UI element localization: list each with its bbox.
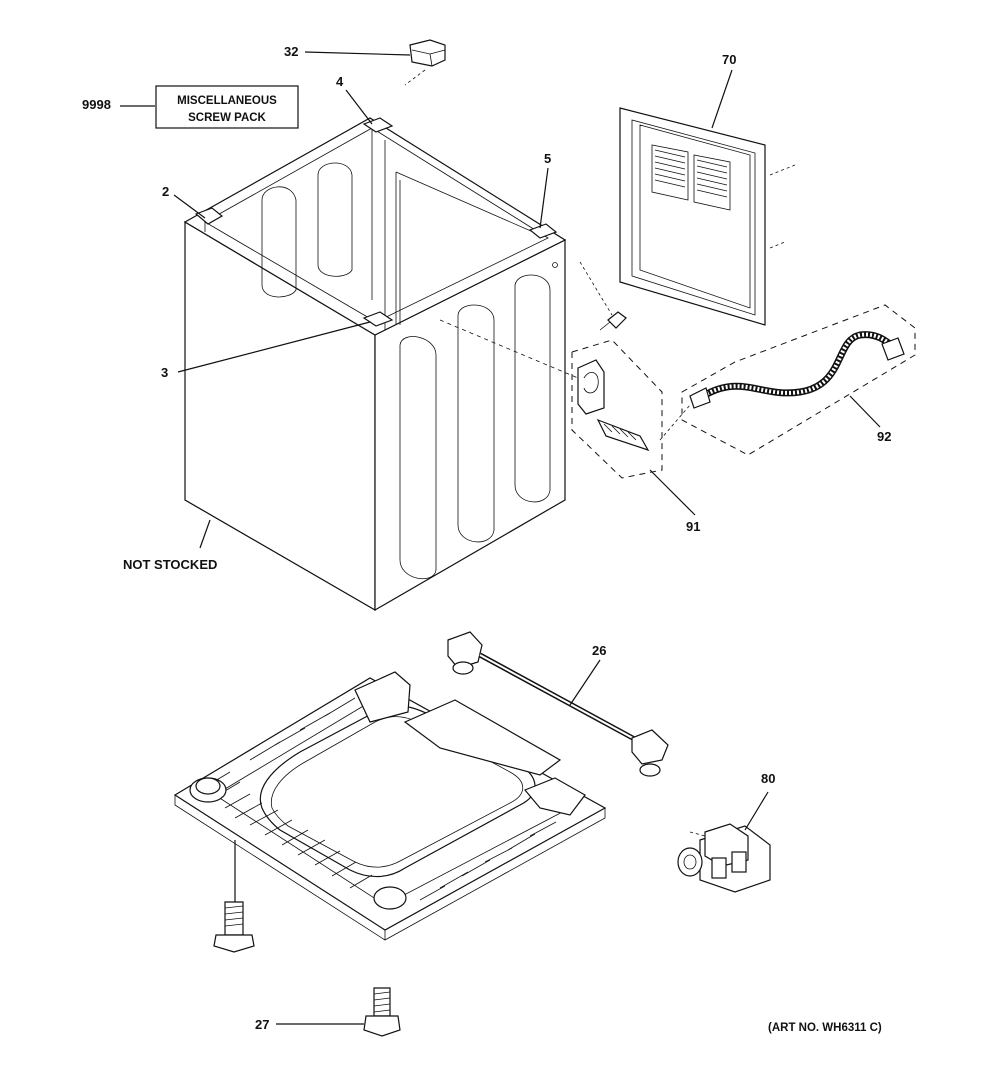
label-not-stocked: NOT STOCKED xyxy=(123,557,217,572)
cabinet xyxy=(183,117,567,612)
part-32-clip xyxy=(404,39,446,86)
base-frame xyxy=(173,671,607,941)
screw-pack-line1: MISCELLANEOUS xyxy=(177,95,277,107)
screw-pack-line2: SCREW PACK xyxy=(188,112,266,124)
leader-2 xyxy=(173,194,206,219)
label-26: 26 xyxy=(592,643,606,658)
part-27-leg-lower xyxy=(363,987,401,1037)
label-3: 3 xyxy=(161,365,168,380)
label-32: 32 xyxy=(284,44,298,59)
leader-80 xyxy=(744,791,769,831)
label-80: 80 xyxy=(761,771,775,786)
leader-26 xyxy=(569,659,601,706)
part-70-back-panel xyxy=(619,107,796,326)
label-5: 5 xyxy=(544,151,551,166)
leader-32 xyxy=(304,51,411,56)
part-80-valve xyxy=(677,823,771,893)
part-26-rod xyxy=(447,631,669,777)
small-clip xyxy=(579,261,627,331)
leader-70 xyxy=(711,69,733,129)
part-27-leg-upper xyxy=(213,901,255,953)
leader-5 xyxy=(539,167,549,229)
label-9998: 9998 xyxy=(82,97,111,112)
part-92-hose xyxy=(659,304,916,456)
screw-pack-box xyxy=(155,85,299,129)
label-4: 4 xyxy=(336,74,344,89)
label-70: 70 xyxy=(722,52,736,67)
label-92: 92 xyxy=(877,429,891,444)
leader-4 xyxy=(345,89,373,125)
leader-3 xyxy=(177,321,371,373)
label-27: 27 xyxy=(255,1017,269,1032)
label-2: 2 xyxy=(162,184,169,199)
label-91: 91 xyxy=(686,519,700,534)
part-91-group xyxy=(439,319,663,479)
leader-92 xyxy=(849,395,881,428)
leader-not-stocked xyxy=(199,519,211,549)
leader-91 xyxy=(649,469,696,516)
art-number: (ART NO. WH6311 C) xyxy=(768,1022,882,1034)
